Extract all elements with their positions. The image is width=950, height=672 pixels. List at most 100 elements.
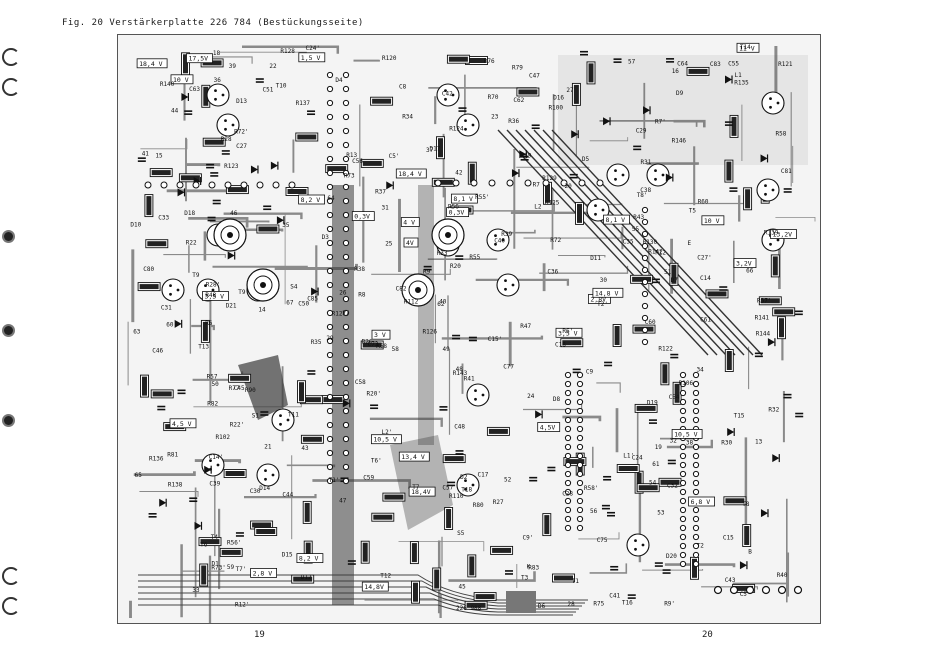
capacitor-label: C27 [236, 143, 247, 150]
resistor-label: R142 [648, 249, 663, 256]
switch-s4-pad [564, 515, 572, 523]
transistor-pin [634, 539, 637, 542]
diode-label: D19 [647, 399, 658, 406]
resistor-label: R57' [757, 298, 771, 305]
component-label: S4 [290, 284, 298, 291]
switch-s4-pad [564, 371, 572, 379]
diode-symbol [727, 427, 735, 436]
terminal-number: 63 [133, 328, 141, 335]
terminal-pad [506, 179, 514, 187]
voltage-label: 3 V [374, 331, 386, 339]
resistor-label: R73 [344, 173, 355, 180]
resistor-label: R28 [221, 136, 232, 143]
voltage-label: 8,1 V [606, 216, 626, 224]
switch-s5-pad [679, 488, 687, 496]
switch-s4-pad [564, 407, 572, 415]
terminal-number: 47 [339, 497, 347, 504]
switch-s1-pad [326, 127, 334, 135]
resistor-label: R75 [593, 600, 604, 607]
diode-symbol [571, 130, 579, 139]
switch-s4-pad [564, 479, 572, 487]
switch-s4-pad [564, 425, 572, 433]
terminal-number: 55 [632, 226, 640, 233]
capacitor-label: C51 [263, 86, 274, 93]
capacitor-label: C64 [677, 61, 688, 68]
transistor-pin [209, 459, 212, 462]
copper-trace [664, 563, 736, 568]
voltage-label: 4,5 V [172, 420, 192, 428]
capacitor-label: C24' [306, 45, 320, 52]
resistor-body [554, 575, 573, 581]
resistor-body [469, 556, 475, 576]
resistor-label: R40 [777, 572, 788, 579]
capacitor-label: C14 [700, 275, 711, 282]
capacitor-label: C15' [488, 336, 502, 343]
switch-s4-pad [576, 398, 584, 406]
terminal-number: 18 [213, 50, 221, 57]
voltage-label: 3,5 V [558, 329, 578, 337]
switch-s4-pad [564, 470, 572, 478]
terminal-pad [208, 181, 216, 189]
diode-symbol [519, 150, 527, 159]
switch-s1-pad [326, 421, 334, 429]
figure-caption: Fig. 20 Verstärkerplatte 226 784 (Bestüc… [62, 18, 364, 28]
resistor-body [614, 326, 620, 345]
switch-s4-pad [576, 524, 584, 532]
terminal-pad [192, 181, 200, 189]
transistor-pin [481, 393, 485, 397]
voltage-label: 0,3V [449, 209, 465, 217]
switch-s4-pad [576, 452, 584, 460]
resistor-body [438, 138, 443, 158]
capacitor-label: C56 [352, 158, 363, 165]
copper-trace [578, 532, 620, 540]
resistor-label: R135 [734, 80, 749, 87]
resistor-label: R39 [501, 231, 512, 238]
resistor-body [299, 382, 304, 402]
resistor-label: R121 [778, 61, 793, 68]
voltage-label-box [555, 327, 583, 338]
switch-s1-pad [342, 113, 350, 121]
resistor-label: R31 [641, 159, 652, 166]
switch-s1-pad [326, 85, 334, 93]
capacitor-label: C54 [669, 394, 680, 401]
resistor-label: R136 [149, 456, 164, 463]
capacitor-label: C43 [725, 577, 736, 584]
transistor-pin [764, 184, 767, 188]
capacitor-label: C50 [298, 300, 309, 307]
resistor-body [200, 539, 220, 545]
switch-s5-pad [692, 560, 700, 568]
resistor-label: R146 [672, 137, 687, 144]
transistor-pin [594, 204, 597, 208]
switch-s1-pad [342, 155, 350, 163]
terminal-number: 61 [652, 461, 660, 468]
resistor-body [466, 602, 486, 608]
terminal-number: 29 [326, 335, 334, 342]
switch-s1-pad [326, 141, 334, 149]
switch-s5-pad [692, 524, 700, 532]
voltage-label-box [408, 486, 436, 497]
copper-trace [140, 139, 188, 150]
diode-label: D8 [553, 396, 561, 403]
resistor-label: R55' [475, 194, 489, 201]
capacitor-label: C63 [189, 86, 200, 93]
switch-s5-pad [679, 560, 687, 568]
resistor-body [411, 543, 417, 563]
switch-s1-pad [342, 127, 350, 135]
transistor-pin [264, 469, 267, 472]
transistor-pin [776, 238, 780, 242]
transistor-label: T15 [734, 413, 745, 420]
bus-trace [138, 580, 585, 604]
edge-terminal-pad [777, 585, 787, 595]
copper-trace [562, 415, 602, 422]
resistor-label: R26 [362, 339, 373, 346]
voltage-label-box [250, 568, 278, 578]
transistor-label: T13 [198, 344, 209, 351]
copper-trace [139, 491, 199, 497]
resistor-body [362, 342, 382, 348]
terminal-number: 13 [755, 439, 763, 446]
resistor-label: R79 [512, 64, 523, 71]
resistor-body [305, 542, 311, 562]
switch-s1-pad [326, 309, 334, 317]
copper-trace [523, 402, 583, 411]
